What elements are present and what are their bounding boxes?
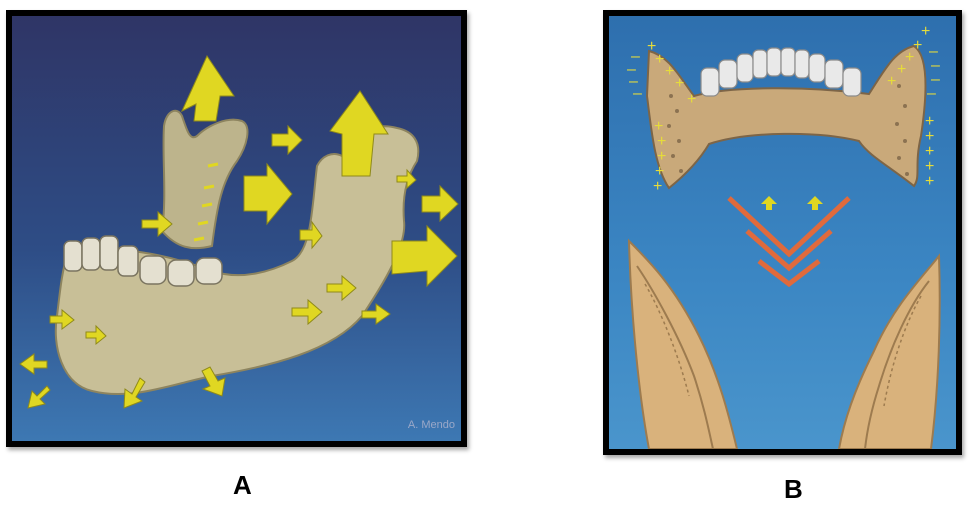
plus-mark: +	[897, 61, 906, 78]
chevron-icon	[729, 198, 849, 254]
plus-mark: +	[675, 75, 684, 92]
plus-mark: +	[905, 49, 914, 66]
growth-arrow-icon	[761, 196, 777, 210]
growth-arrow-icon	[28, 386, 50, 408]
growth-arrow-icon	[807, 196, 823, 210]
growth-arrow-icon	[422, 186, 458, 221]
plus-mark: +	[653, 178, 662, 195]
plus-mark: +	[925, 173, 934, 190]
caption-b: B	[784, 474, 803, 505]
plus-mark: +	[665, 63, 674, 80]
panel-b: – – – – + + + + + + + + + + + + + + + – …	[603, 10, 962, 455]
plus-mark: +	[921, 23, 930, 40]
mandible-illustration	[12, 16, 461, 441]
minus-mark: –	[927, 85, 936, 102]
plus-mark: +	[655, 51, 664, 68]
growth-arrow-icon	[272, 126, 302, 154]
caption-a: A	[233, 470, 252, 501]
ramus-left	[629, 241, 737, 449]
mandible-ramus-left	[162, 111, 247, 248]
growth-arrow-icon	[244, 164, 292, 224]
growth-arrow-icon	[182, 56, 234, 121]
minus-mark: –	[633, 85, 642, 102]
plus-mark: +	[913, 37, 922, 54]
chevron-icon	[759, 261, 819, 284]
plus-mark: +	[687, 91, 696, 108]
panel-a: A. Mendo	[6, 10, 467, 447]
growth-arrow-icon	[20, 354, 47, 374]
artist-signature: A. Mendo	[408, 419, 455, 431]
chevrons	[729, 198, 849, 284]
plus-mark: +	[887, 73, 896, 90]
ramus-section-illustration	[629, 241, 940, 449]
dental-arch-illustration: – – – – + + + + + + + + + + + + + + + – …	[609, 16, 956, 449]
small-arrows	[761, 196, 823, 210]
ramus-right	[839, 256, 940, 449]
